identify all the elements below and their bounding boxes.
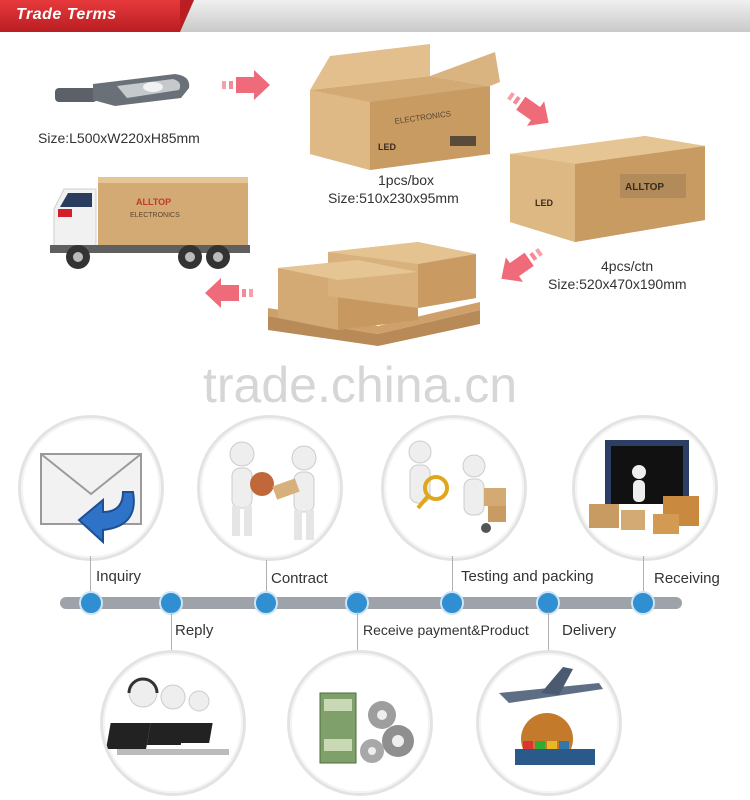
handshake-icon <box>229 441 317 540</box>
page-title: Trade Terms <box>16 6 117 23</box>
step-testing-label: Testing and packing <box>461 568 594 585</box>
step-receiving-label: Receiving <box>654 570 720 587</box>
connector-line <box>357 612 358 652</box>
testing-circle <box>381 415 527 561</box>
reply-circle <box>100 650 246 796</box>
delivery-circle <box>476 650 622 796</box>
box-size-text: Size:510x230x95mm <box>328 190 459 206</box>
connector-line <box>266 560 267 598</box>
header-tab <box>0 0 194 32</box>
plane-ship-icon <box>499 667 603 765</box>
step-inquiry-label: Inquiry <box>96 568 142 585</box>
step-contract-label: Contract <box>271 570 328 587</box>
timeline-dot-payment <box>345 591 369 615</box>
lamp-size-text: Size:L500xW220xH85mm <box>38 130 200 146</box>
connector-line <box>171 612 172 652</box>
truck-icon: ALLTOP ELECTRONICS <box>50 177 250 269</box>
connector-line <box>643 556 644 598</box>
watermark-text: trade.china.cn <box>203 357 518 413</box>
carton-qty-text: 4pcs/ctn <box>601 258 654 274</box>
street-light-icon <box>55 74 190 106</box>
carton-icon: ALLTOP LED <box>510 136 705 242</box>
carton-led-text: LED <box>535 198 554 208</box>
inquiry-circle <box>18 415 164 561</box>
payment-circle <box>287 650 433 796</box>
truck-brand-text: ALLTOP <box>136 197 171 207</box>
carton-brand-text: ALLTOP <box>625 182 664 193</box>
arrow-left-icon <box>205 278 253 308</box>
receiving-circle <box>572 415 718 561</box>
box-led-text: LED <box>378 142 397 152</box>
step-delivery-label: Delivery <box>562 622 617 639</box>
box-icon: ELECTRONICS LED <box>310 44 500 170</box>
arrow-right-icon <box>222 70 270 100</box>
timeline-dot-testing <box>440 591 464 615</box>
carton-size-text: Size:520x470x190mm <box>548 276 687 292</box>
call-center-icon <box>106 677 229 755</box>
timeline-dot-inquiry <box>79 591 103 615</box>
inspection-icon <box>408 440 506 533</box>
arrow-down-right-icon <box>507 91 549 126</box>
box-qty-text: 1pcs/box <box>378 172 435 188</box>
step-reply-label: Reply <box>175 622 214 639</box>
timeline-bar <box>60 597 682 609</box>
connector-line <box>90 556 91 598</box>
contract-circle <box>197 415 343 561</box>
pallet-icon <box>268 242 480 346</box>
truck-brand-sub-text: ELECTRONICS <box>130 212 180 219</box>
money-gears-icon <box>319 692 414 764</box>
timeline-dot-contract <box>254 591 278 615</box>
timeline-dot-receiving <box>631 591 655 615</box>
timeline-dot-reply <box>159 591 183 615</box>
connector-line <box>452 556 453 598</box>
timeline-dot-delivery <box>536 591 560 615</box>
connector-line <box>548 612 549 652</box>
arrow-down-left-icon <box>501 247 543 282</box>
step-payment-label: Receive payment&Product <box>363 622 529 638</box>
warehouse-icon <box>589 440 699 534</box>
mail-reply-icon <box>40 453 142 545</box>
